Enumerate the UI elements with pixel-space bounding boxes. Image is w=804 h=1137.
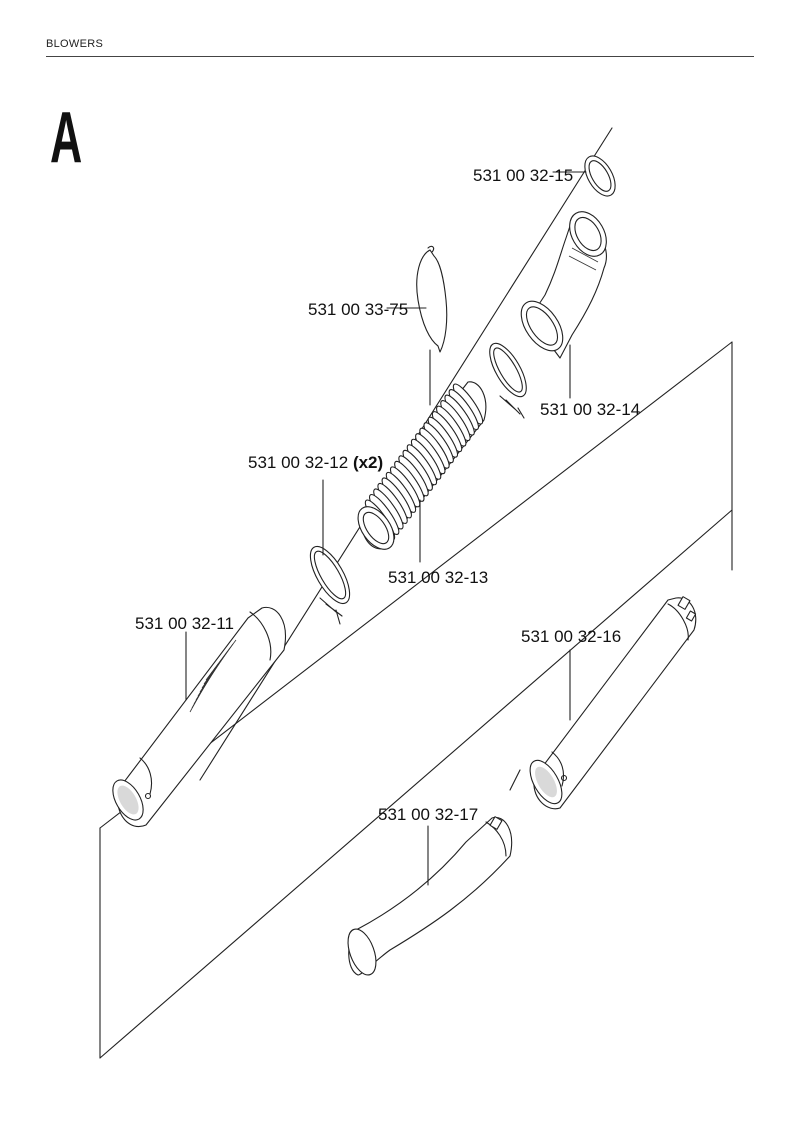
- label-part-14[interactable]: 531 00 32-14: [540, 400, 640, 419]
- leader-lines: [185, 171, 587, 886]
- header-divider: [46, 56, 754, 57]
- part-clamp-upper[interactable]: [483, 338, 534, 419]
- label-part-16[interactable]: 531 00 32-16: [521, 627, 621, 646]
- part-o-ring[interactable]: [579, 151, 622, 201]
- figure-letter: A: [50, 98, 83, 178]
- label-part-11[interactable]: 531 00 32-11: [135, 614, 234, 633]
- label-part-13[interactable]: 531 00 32-13: [388, 568, 488, 587]
- label-part-12[interactable]: 531 00 32-12 (x2): [248, 453, 383, 472]
- part-labels: 531 00 32-15 531 00 33-75 531 00 32-14 5…: [135, 166, 640, 824]
- part-decal[interactable]: [416, 245, 448, 353]
- part-upper-tube[interactable]: [107, 606, 286, 828]
- label-part-17[interactable]: 531 00 32-17: [378, 805, 478, 824]
- label-part-33-75[interactable]: 531 00 33-75: [308, 300, 408, 319]
- part-middle-tube[interactable]: [524, 596, 697, 810]
- part-clamp-lower[interactable]: [303, 541, 358, 625]
- grip-line: [189, 671, 213, 713]
- part-elbow[interactable]: [513, 205, 614, 359]
- section-header: BLOWERS: [46, 38, 104, 50]
- part-nozzle[interactable]: [343, 816, 512, 979]
- part-bellows-hose[interactable]: [351, 381, 487, 556]
- label-part-15[interactable]: 531 00 32-15: [473, 166, 573, 185]
